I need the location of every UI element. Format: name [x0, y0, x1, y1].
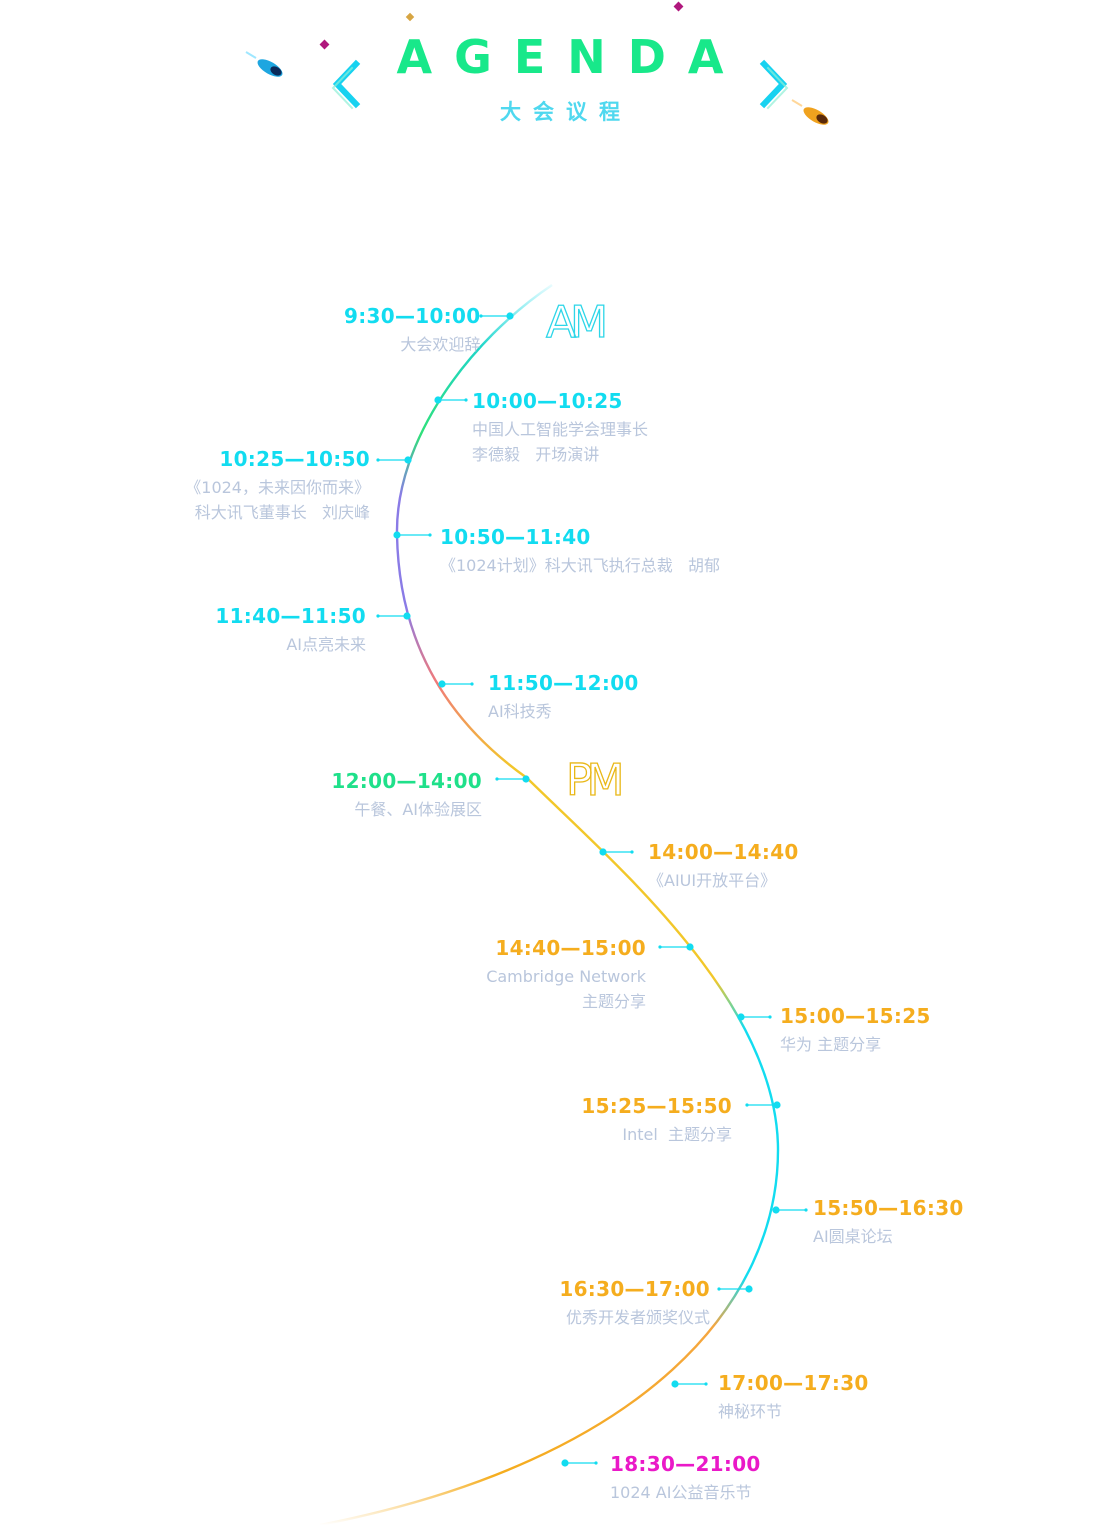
timeline-dot — [506, 312, 514, 320]
timeline-dot — [522, 775, 530, 783]
connector-end — [630, 850, 634, 854]
agenda-desc: 中国人工智能学会理事长 — [472, 420, 649, 439]
agenda-time: 10:25—10:50 — [219, 447, 370, 471]
timeline-path — [319, 284, 780, 1527]
timeline-dot — [671, 1380, 679, 1388]
connector-end — [495, 777, 499, 781]
timeline-dot — [745, 1285, 753, 1293]
agenda-desc: 李德毅 开场演讲 — [472, 445, 600, 464]
connector-end — [658, 945, 662, 949]
timeline-dot — [737, 1013, 745, 1021]
agenda-time: 14:40—15:00 — [495, 936, 646, 960]
connector-end — [594, 1461, 598, 1465]
connector-end — [704, 1382, 708, 1386]
agenda-time: 15:00—15:25 — [780, 1004, 931, 1028]
connector-end — [470, 682, 474, 686]
agenda-time: 10:50—11:40 — [440, 525, 591, 549]
timeline-dot — [772, 1206, 780, 1214]
timeline-dot — [404, 456, 412, 464]
agenda-item: 18:30—21:00 1024 AI公益音乐节 — [610, 1451, 761, 1505]
agenda-time: 18:30—21:00 — [610, 1452, 761, 1476]
agenda-item: 10:00—10:25 中国人工智能学会理事长李德毅 开场演讲 — [472, 388, 648, 467]
agenda-item: 17:00—17:30 神秘环节 — [718, 1370, 869, 1424]
agenda-desc: 《1024，未来因你而来》 — [185, 478, 370, 497]
chevron-right-icon — [759, 59, 789, 110]
agenda-time: 14:00—14:40 — [648, 840, 799, 864]
am-label: AM — [545, 296, 608, 348]
agenda-desc: 华为 主题分享 — [780, 1035, 882, 1054]
connector-end — [804, 1208, 808, 1212]
timeline-dot — [434, 396, 442, 404]
timeline-dot — [438, 680, 446, 688]
agenda-item: 9:30—10:00 大会欢迎辞 — [344, 303, 480, 357]
agenda-item: 15:00—15:25 华为 主题分享 — [780, 1003, 931, 1057]
agenda-time: 15:25—15:50 — [581, 1094, 732, 1118]
agenda-item: 16:30—17:00 优秀开发者颁奖仪式 — [559, 1276, 710, 1330]
agenda-desc: 午餐、AI体验展区 — [354, 800, 482, 819]
agenda-desc: 大会欢迎辞 — [400, 335, 481, 354]
chevron-left-icon — [331, 59, 361, 110]
agenda-item: 12:00—14:00 午餐、AI体验展区 — [331, 768, 482, 822]
agenda-desc: AI点亮未来 — [286, 635, 366, 654]
agenda-desc: AI圆桌论坛 — [813, 1227, 893, 1246]
pm-label: PM — [565, 754, 625, 806]
agenda-desc: 神秘环节 — [718, 1402, 783, 1421]
timeline-dot — [403, 612, 411, 620]
sparkle-icon — [673, 1, 684, 12]
connector-end — [745, 1103, 749, 1107]
agenda-time: 11:40—11:50 — [215, 604, 366, 628]
agenda-item: 10:25—10:50 《1024，未来因你而来》科大讯飞董事长 刘庆峰 — [185, 446, 370, 525]
comet-right-icon — [791, 99, 829, 125]
agenda-desc: 《1024计划》科大讯飞执行总裁 胡郁 — [440, 556, 720, 575]
agenda-desc: AI科技秀 — [488, 702, 552, 721]
timeline-dot — [686, 943, 694, 951]
agenda-desc: 优秀开发者颁奖仪式 — [565, 1308, 710, 1327]
connector-end — [717, 1287, 721, 1291]
agenda-desc: 科大讯飞董事长 刘庆峰 — [194, 503, 370, 522]
agenda-desc: 主题分享 — [581, 992, 646, 1011]
agenda-time: 9:30—10:00 — [344, 304, 481, 328]
agenda-time: 15:50—16:30 — [813, 1196, 964, 1220]
page-subtitle: 大会议程 — [500, 100, 632, 124]
agenda-desc: Intel 主题分享 — [622, 1125, 732, 1144]
timeline-dot — [599, 848, 607, 856]
comet-left-icon — [245, 51, 283, 77]
connector-end — [376, 614, 380, 618]
sparkle-icon — [405, 12, 415, 22]
agenda-desc: 《AIUI开放平台》 — [648, 871, 777, 890]
connectors — [376, 312, 808, 1467]
agenda-desc: 1024 AI公益音乐节 — [610, 1483, 752, 1502]
page-title: AGENDA — [396, 30, 746, 84]
agenda-time: 12:00—14:00 — [331, 769, 482, 793]
connector-end — [768, 1015, 772, 1019]
agenda-desc: Cambridge Network — [486, 967, 646, 986]
timeline-dot — [393, 531, 401, 539]
agenda-time: 11:50—12:00 — [488, 671, 639, 695]
connector-end — [464, 398, 468, 402]
agenda-item: 10:50—11:40 《1024计划》科大讯飞执行总裁 胡郁 — [440, 524, 720, 578]
connector-end — [376, 458, 380, 462]
timeline-dot — [561, 1459, 569, 1467]
agenda-time: 17:00—17:30 — [718, 1371, 869, 1395]
connector-end — [479, 314, 483, 318]
timeline-dot — [773, 1101, 781, 1109]
connector-end — [428, 533, 432, 537]
agenda-time: 10:00—10:25 — [472, 389, 623, 413]
agenda-time: 16:30—17:00 — [559, 1277, 710, 1301]
agenda-item: 14:00—14:40 《AIUI开放平台》 — [648, 839, 799, 893]
